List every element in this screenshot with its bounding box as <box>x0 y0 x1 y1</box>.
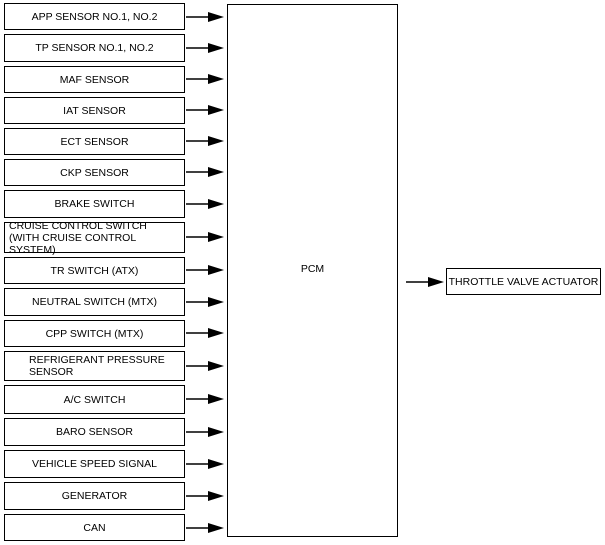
input-label: CRUISE CONTROL SWITCH (WITH CRUISE CONTR… <box>9 219 147 256</box>
input-box-iat-sensor: IAT SENSOR <box>4 97 185 124</box>
input-label: TP SENSOR NO.1, NO.2 <box>35 42 154 54</box>
input-label: IAT SENSOR <box>63 104 126 117</box>
input-label: CAN <box>83 521 106 534</box>
input-box-tp-sensor: TP SENSOR NO.1, NO.2 <box>4 34 185 62</box>
pcm-block: PCM <box>227 4 398 537</box>
input-label: GENERATOR <box>61 490 128 502</box>
input-label: BARO SENSOR <box>55 426 134 438</box>
output-label: THROTTLE VALVE ACTUATOR <box>448 275 599 288</box>
input-label: BRAKE SWITCH <box>54 198 135 210</box>
input-box-neutral-switch: NEUTRAL SWITCH (MTX) <box>4 288 185 316</box>
output-box-throttle-valve-actuator: THROTTLE VALVE ACTUATOR <box>446 268 601 295</box>
input-label: A/C SWITCH <box>63 393 126 406</box>
input-arrow <box>186 523 224 533</box>
input-arrow <box>186 232 224 242</box>
input-label: MAF SENSOR <box>59 73 130 86</box>
input-box-maf-sensor: MAF SENSOR <box>4 66 185 93</box>
input-box-ac-switch: A/C SWITCH <box>4 385 185 414</box>
input-arrow <box>186 297 224 307</box>
input-label: APP SENSOR NO.1, NO.2 <box>31 10 158 23</box>
input-arrow <box>186 12 224 22</box>
output-arrow <box>406 277 444 287</box>
input-arrow <box>186 361 224 371</box>
input-label: ECT SENSOR <box>60 135 129 148</box>
input-arrow <box>186 459 224 469</box>
pcm-label: PCM <box>300 263 325 275</box>
input-box-cruise-control-switch: CRUISE CONTROL SWITCH (WITH CRUISE CONTR… <box>4 219 185 256</box>
input-label: REFRIGERANT PRESSURE SENSOR <box>29 354 165 378</box>
input-box-cpp-switch: CPP SWITCH (MTX) <box>4 320 185 347</box>
input-arrow <box>186 491 224 501</box>
input-arrow <box>186 394 224 404</box>
input-box-ect-sensor: ECT SENSOR <box>4 128 185 155</box>
input-label: CKP SENSOR <box>60 166 129 179</box>
input-box-can: CAN <box>4 514 185 541</box>
input-arrow <box>186 265 224 275</box>
input-arrow <box>186 328 224 338</box>
input-label: VEHICLE SPEED SIGNAL <box>32 458 157 470</box>
input-box-brake-switch: BRAKE SWITCH <box>4 190 185 218</box>
input-box-generator: GENERATOR <box>4 482 185 510</box>
input-arrow <box>186 167 224 177</box>
input-arrow <box>186 105 224 115</box>
input-box-vehicle-speed-signal: VEHICLE SPEED SIGNAL <box>4 450 185 478</box>
input-box-baro-sensor: BARO SENSOR <box>4 418 185 446</box>
input-arrow <box>186 74 224 84</box>
input-arrow <box>186 199 224 209</box>
input-label: TR SWITCH (ATX) <box>50 264 139 277</box>
input-box-refrigerant-pressure-sensor: REFRIGERANT PRESSURE SENSOR <box>4 351 185 381</box>
input-box-tr-switch: TR SWITCH (ATX) <box>4 257 185 284</box>
input-box-app-sensor: APP SENSOR NO.1, NO.2 <box>4 3 185 30</box>
input-label: NEUTRAL SWITCH (MTX) <box>31 296 158 308</box>
input-arrow <box>186 43 224 53</box>
input-arrow <box>186 136 224 146</box>
input-arrow <box>186 427 224 437</box>
input-box-ckp-sensor: CKP SENSOR <box>4 159 185 186</box>
input-label: CPP SWITCH (MTX) <box>45 327 144 340</box>
